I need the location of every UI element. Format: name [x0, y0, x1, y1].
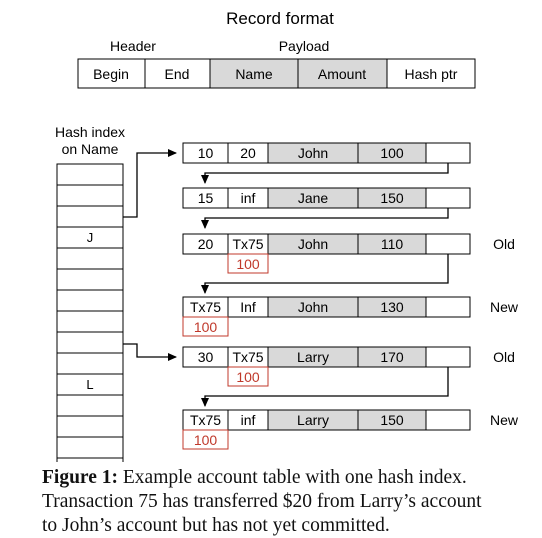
payload-label: Payload	[279, 38, 330, 54]
pending-value-text: 100	[194, 319, 218, 335]
record-row: 10 20 John 100	[182, 142, 471, 164]
caption-line1-text: Example account table with one hash inde…	[118, 467, 467, 488]
record-hashptr-cell	[425, 346, 471, 368]
legend-end-cell	[144, 58, 211, 89]
pending-value-box	[227, 366, 269, 387]
hash-index-buckets: JL	[56, 163, 124, 462]
legend-name-text: Name	[235, 66, 273, 82]
record-begin: Tx75	[190, 412, 221, 428]
record-end: Tx75	[232, 349, 263, 365]
record-begin: 10	[198, 145, 214, 161]
record-name: Larry	[297, 349, 329, 365]
caption-line-3: to John’s account but has not yet commit…	[42, 515, 390, 536]
hash-index-title-line1: Hash index	[55, 124, 125, 140]
record-hashptr-cell	[425, 409, 471, 431]
chain-arrow-3-4	[201, 254, 449, 294]
legend-begin-text: Begin	[93, 66, 129, 82]
record-amount: 170	[380, 349, 404, 365]
hash-bucket	[56, 436, 124, 459]
record-amount: 130	[380, 299, 404, 315]
record-row: 15 inf Jane 150	[182, 187, 471, 209]
header-label: Header	[110, 38, 156, 54]
record-begin: Tx75	[190, 299, 221, 315]
hash-bucket	[56, 310, 124, 333]
record-end: Tx75	[232, 236, 263, 252]
hash-bucket	[56, 163, 124, 186]
version-tag: New	[490, 299, 519, 315]
record-row: 20 Tx75 John 110 100 Old	[182, 233, 515, 274]
record-amount: 150	[380, 412, 404, 428]
legend-end-text: End	[165, 66, 190, 82]
legend-hashptr-text: Hash ptr	[405, 66, 458, 82]
record-end: inf	[241, 190, 256, 206]
figure-caption: Figure 1: Example account table with one…	[42, 466, 538, 538]
record-hashptr-cell	[425, 142, 471, 164]
record-name: John	[298, 236, 328, 252]
hash-index-title-line2: on Name	[62, 141, 119, 157]
hash-bucket	[56, 394, 124, 417]
pending-value-box	[182, 429, 229, 450]
legend-amount-text: Amount	[318, 66, 366, 82]
hash-bucket-label: J	[87, 230, 94, 245]
version-tag: New	[490, 412, 519, 428]
bucket-j-arrow	[123, 149, 177, 218]
legend-name-cell	[209, 58, 299, 89]
pending-value-box	[182, 316, 229, 337]
record-hashptr-cell	[425, 296, 471, 318]
record-amount: 150	[380, 190, 404, 206]
hash-bucket	[56, 268, 124, 291]
hash-bucket	[56, 247, 124, 270]
hash-bucket	[56, 415, 124, 438]
record-row: Tx75 Inf John 130 100 New	[182, 296, 519, 337]
record-end: 20	[240, 145, 256, 161]
caption-line-2: Transaction 75 has transferred $20 from …	[42, 491, 482, 512]
record-format-legend: Begin End Name Amount Hash ptr	[77, 58, 476, 89]
legend-hashptr-cell	[386, 58, 476, 89]
chain-arrow-2-3	[201, 208, 449, 229]
record-amount: 110	[381, 236, 404, 252]
hash-bucket	[56, 205, 124, 228]
record-begin: 15	[198, 190, 214, 206]
hash-bucket	[56, 352, 124, 375]
record-begin: 20	[198, 236, 214, 252]
record-hashptr-cell	[425, 187, 471, 209]
bucket-l-arrow	[123, 343, 177, 361]
caption-label: Figure 1:	[42, 467, 119, 488]
version-tag: Old	[493, 236, 515, 252]
record-hashptr-cell	[425, 233, 471, 255]
record-row: 30 Tx75 Larry 170 100 Old	[182, 346, 515, 387]
hash-bucket	[56, 331, 124, 354]
record-name: John	[298, 299, 328, 315]
caption-line-1: Figure 1: Example account table with one…	[42, 466, 538, 490]
record-name: John	[298, 145, 328, 161]
pending-value-text: 100	[236, 256, 260, 272]
record-amount: 100	[380, 145, 404, 161]
record-end: Inf	[240, 299, 256, 315]
version-tag: Old	[493, 349, 515, 365]
hash-bucket	[56, 457, 124, 462]
record-begin: 30	[198, 349, 214, 365]
chain-arrow-1-2	[201, 163, 449, 184]
hash-bucket	[56, 184, 124, 207]
record-name: Larry	[297, 412, 329, 428]
hash-bucket-label: L	[86, 377, 93, 392]
record-end: inf	[241, 412, 256, 428]
record-format-title: Record format	[226, 9, 334, 28]
chain-arrow-5-6	[201, 367, 449, 407]
legend-begin-cell	[77, 58, 146, 89]
hash-bucket	[56, 289, 124, 312]
pointer-arrows	[123, 149, 449, 407]
record-row: Tx75 inf Larry 150 100 New	[182, 409, 519, 450]
account-table-diagram: Record format Header Payload Begin End N…	[55, 9, 519, 462]
record-name: Jane	[298, 190, 329, 206]
pending-value-text: 100	[236, 369, 260, 385]
pending-value-text: 100	[194, 432, 218, 448]
pending-value-box	[227, 253, 269, 274]
